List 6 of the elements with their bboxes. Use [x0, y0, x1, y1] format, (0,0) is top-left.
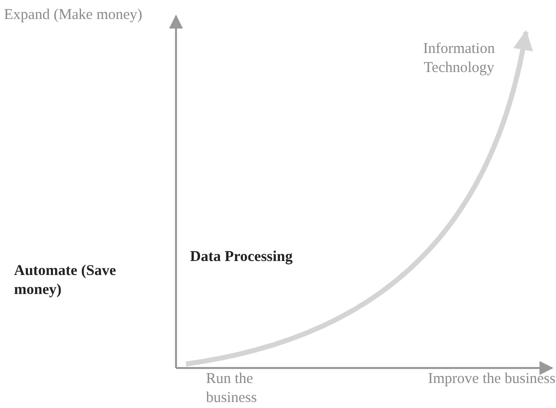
stage-label: Data Processing [190, 248, 294, 267]
axis-label: Improve the business [428, 370, 556, 389]
axis-label: Run the business [206, 370, 258, 408]
stage-label: Information Technology [422, 40, 496, 78]
axis-label: Automate (Save money) [14, 262, 118, 300]
axis-label: Expand (Make money) [4, 6, 144, 25]
